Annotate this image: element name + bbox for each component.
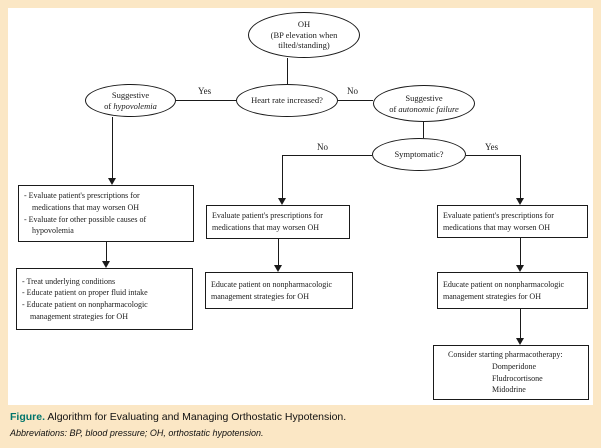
node-symptomatic: Symptomatic? — [372, 138, 466, 171]
connector-mid-boxes — [278, 239, 279, 265]
node-suggestive-hypovolemia: Suggestive of hypovolemia — [85, 84, 176, 117]
node-oh: OH (BP elevation when tilted/standing) — [248, 12, 360, 58]
node-autonomic-line2-prefix: of — [389, 103, 399, 114]
arrowhead-mid-evaluate-icon — [278, 198, 286, 205]
arrowhead-pharmacotherapy-icon — [516, 338, 524, 345]
node-suggestive-autonomic-failure: Suggestive of autonomic failure — [373, 85, 475, 122]
box-right-educate: Educate patient on nonpharmacologic mana… — [437, 272, 588, 309]
node-oh-line2: (BP elevation when — [270, 29, 338, 40]
node-heart-rate-increased: Heart rate increased? — [236, 84, 338, 117]
figure-caption: Figure. Algorithm for Evaluating and Man… — [10, 411, 590, 423]
node-hypovolemia-line2: of hypovolemia — [104, 101, 157, 112]
box-line: - Educate patient on nonpharmacologic — [22, 300, 148, 309]
connector-heartrate-yes — [176, 100, 236, 101]
connector-right-boxes-1 — [520, 238, 521, 265]
connector-symptomatic-yes-vertical — [520, 155, 521, 198]
box-pharmacotherapy: Consider starting pharmacotherapy: Dompe… — [433, 345, 589, 400]
box-line: Evaluate patient's prescriptions for — [212, 211, 323, 221]
connector-symptomatic-no-vertical — [282, 155, 283, 198]
drug-midodrine: Midodrine — [492, 385, 526, 395]
edge-label-yes-hypovolemia: Yes — [196, 86, 214, 96]
box-line: management strategies for OH — [30, 311, 128, 321]
box-line: - Evaluate for other possible causes of — [24, 214, 147, 224]
connector-oh-to-heartrate — [287, 58, 288, 84]
connector-right-boxes-2 — [520, 309, 521, 338]
connector-hypovolemia-to-box — [112, 117, 113, 178]
box-line: management strategies for OH — [211, 291, 309, 301]
node-hypovolemia-line1: Suggestive — [111, 89, 150, 100]
drug-domperidone: Domperidone — [492, 361, 536, 371]
figure-abbreviations: Abbreviations: BP, blood pressure; OH, o… — [10, 428, 264, 438]
box-mid-evaluate: Evaluate patient's prescriptions for med… — [206, 205, 350, 239]
box-line: Evaluate patient's prescriptions for — [443, 210, 554, 220]
figure-caption-title: Algorithm for Evaluating and Managing Or… — [45, 411, 347, 423]
connector-symptomatic-yes-horizontal — [466, 155, 520, 156]
box-line: management strategies for OH — [443, 291, 541, 301]
box-mid-educate: Educate patient on nonpharmacologic mana… — [205, 272, 353, 309]
arrowhead-right-educate-icon — [516, 265, 524, 272]
box-line: - Evaluate patient's prescriptions for — [24, 191, 140, 201]
node-autonomic-line1: Suggestive — [405, 92, 443, 103]
edge-label-no-autonomic: No — [345, 86, 360, 96]
connector-autonomic-to-symptomatic — [423, 122, 424, 138]
edge-label-no-symptomatic: No — [315, 142, 330, 152]
box-line: medications that may worsen OH — [32, 202, 140, 212]
arrowhead-right-evaluate-icon — [516, 198, 524, 205]
node-heart-rate-label: Heart rate increased? — [251, 95, 323, 106]
drug-fludrocortisone: Fludrocortisone — [492, 373, 543, 383]
node-symptomatic-label: Symptomatic? — [394, 149, 444, 160]
box-left-treat: - Treat underlying conditions - Educate … — [16, 268, 193, 330]
node-hypovolemia-line2-prefix: of — [104, 100, 114, 111]
arrowhead-left-treat-icon — [102, 261, 110, 268]
box-line: Educate patient on nonpharmacologic — [443, 279, 565, 289]
pharmacotherapy-header: Consider starting pharmacotherapy: — [448, 350, 563, 360]
box-line: medications that may worsen OH — [443, 222, 551, 232]
node-autonomic-line2: of autonomic failure — [389, 104, 459, 115]
box-left-evaluate: - Evaluate patient's prescriptions for m… — [18, 185, 194, 242]
figure-caption-label: Figure. — [10, 411, 46, 423]
box-line: Educate patient on nonpharmacologic — [211, 279, 333, 289]
box-line: - Educate patient on proper fluid intake — [22, 288, 148, 298]
box-right-evaluate: Evaluate patient's prescriptions for med… — [437, 205, 588, 238]
box-line: hypovolemia — [32, 226, 74, 236]
node-oh-line1: OH — [297, 19, 311, 30]
arrowhead-mid-educate-icon — [274, 265, 282, 272]
node-autonomic-line2-italic: autonomic failure — [398, 103, 459, 114]
box-line: medications that may worsen OH — [212, 223, 320, 232]
connector-left-boxes — [106, 242, 107, 261]
box-line: - Treat underlying conditions — [22, 276, 116, 286]
arrowhead-hypovolemia-icon — [108, 178, 116, 185]
node-oh-line3: tilted/standing) — [278, 40, 330, 51]
node-hypovolemia-line2-italic: hypovolemia — [113, 100, 157, 111]
edge-label-yes-symptomatic: Yes — [483, 142, 501, 152]
connector-symptomatic-no-horizontal — [282, 155, 372, 156]
connector-heartrate-no — [338, 100, 373, 101]
